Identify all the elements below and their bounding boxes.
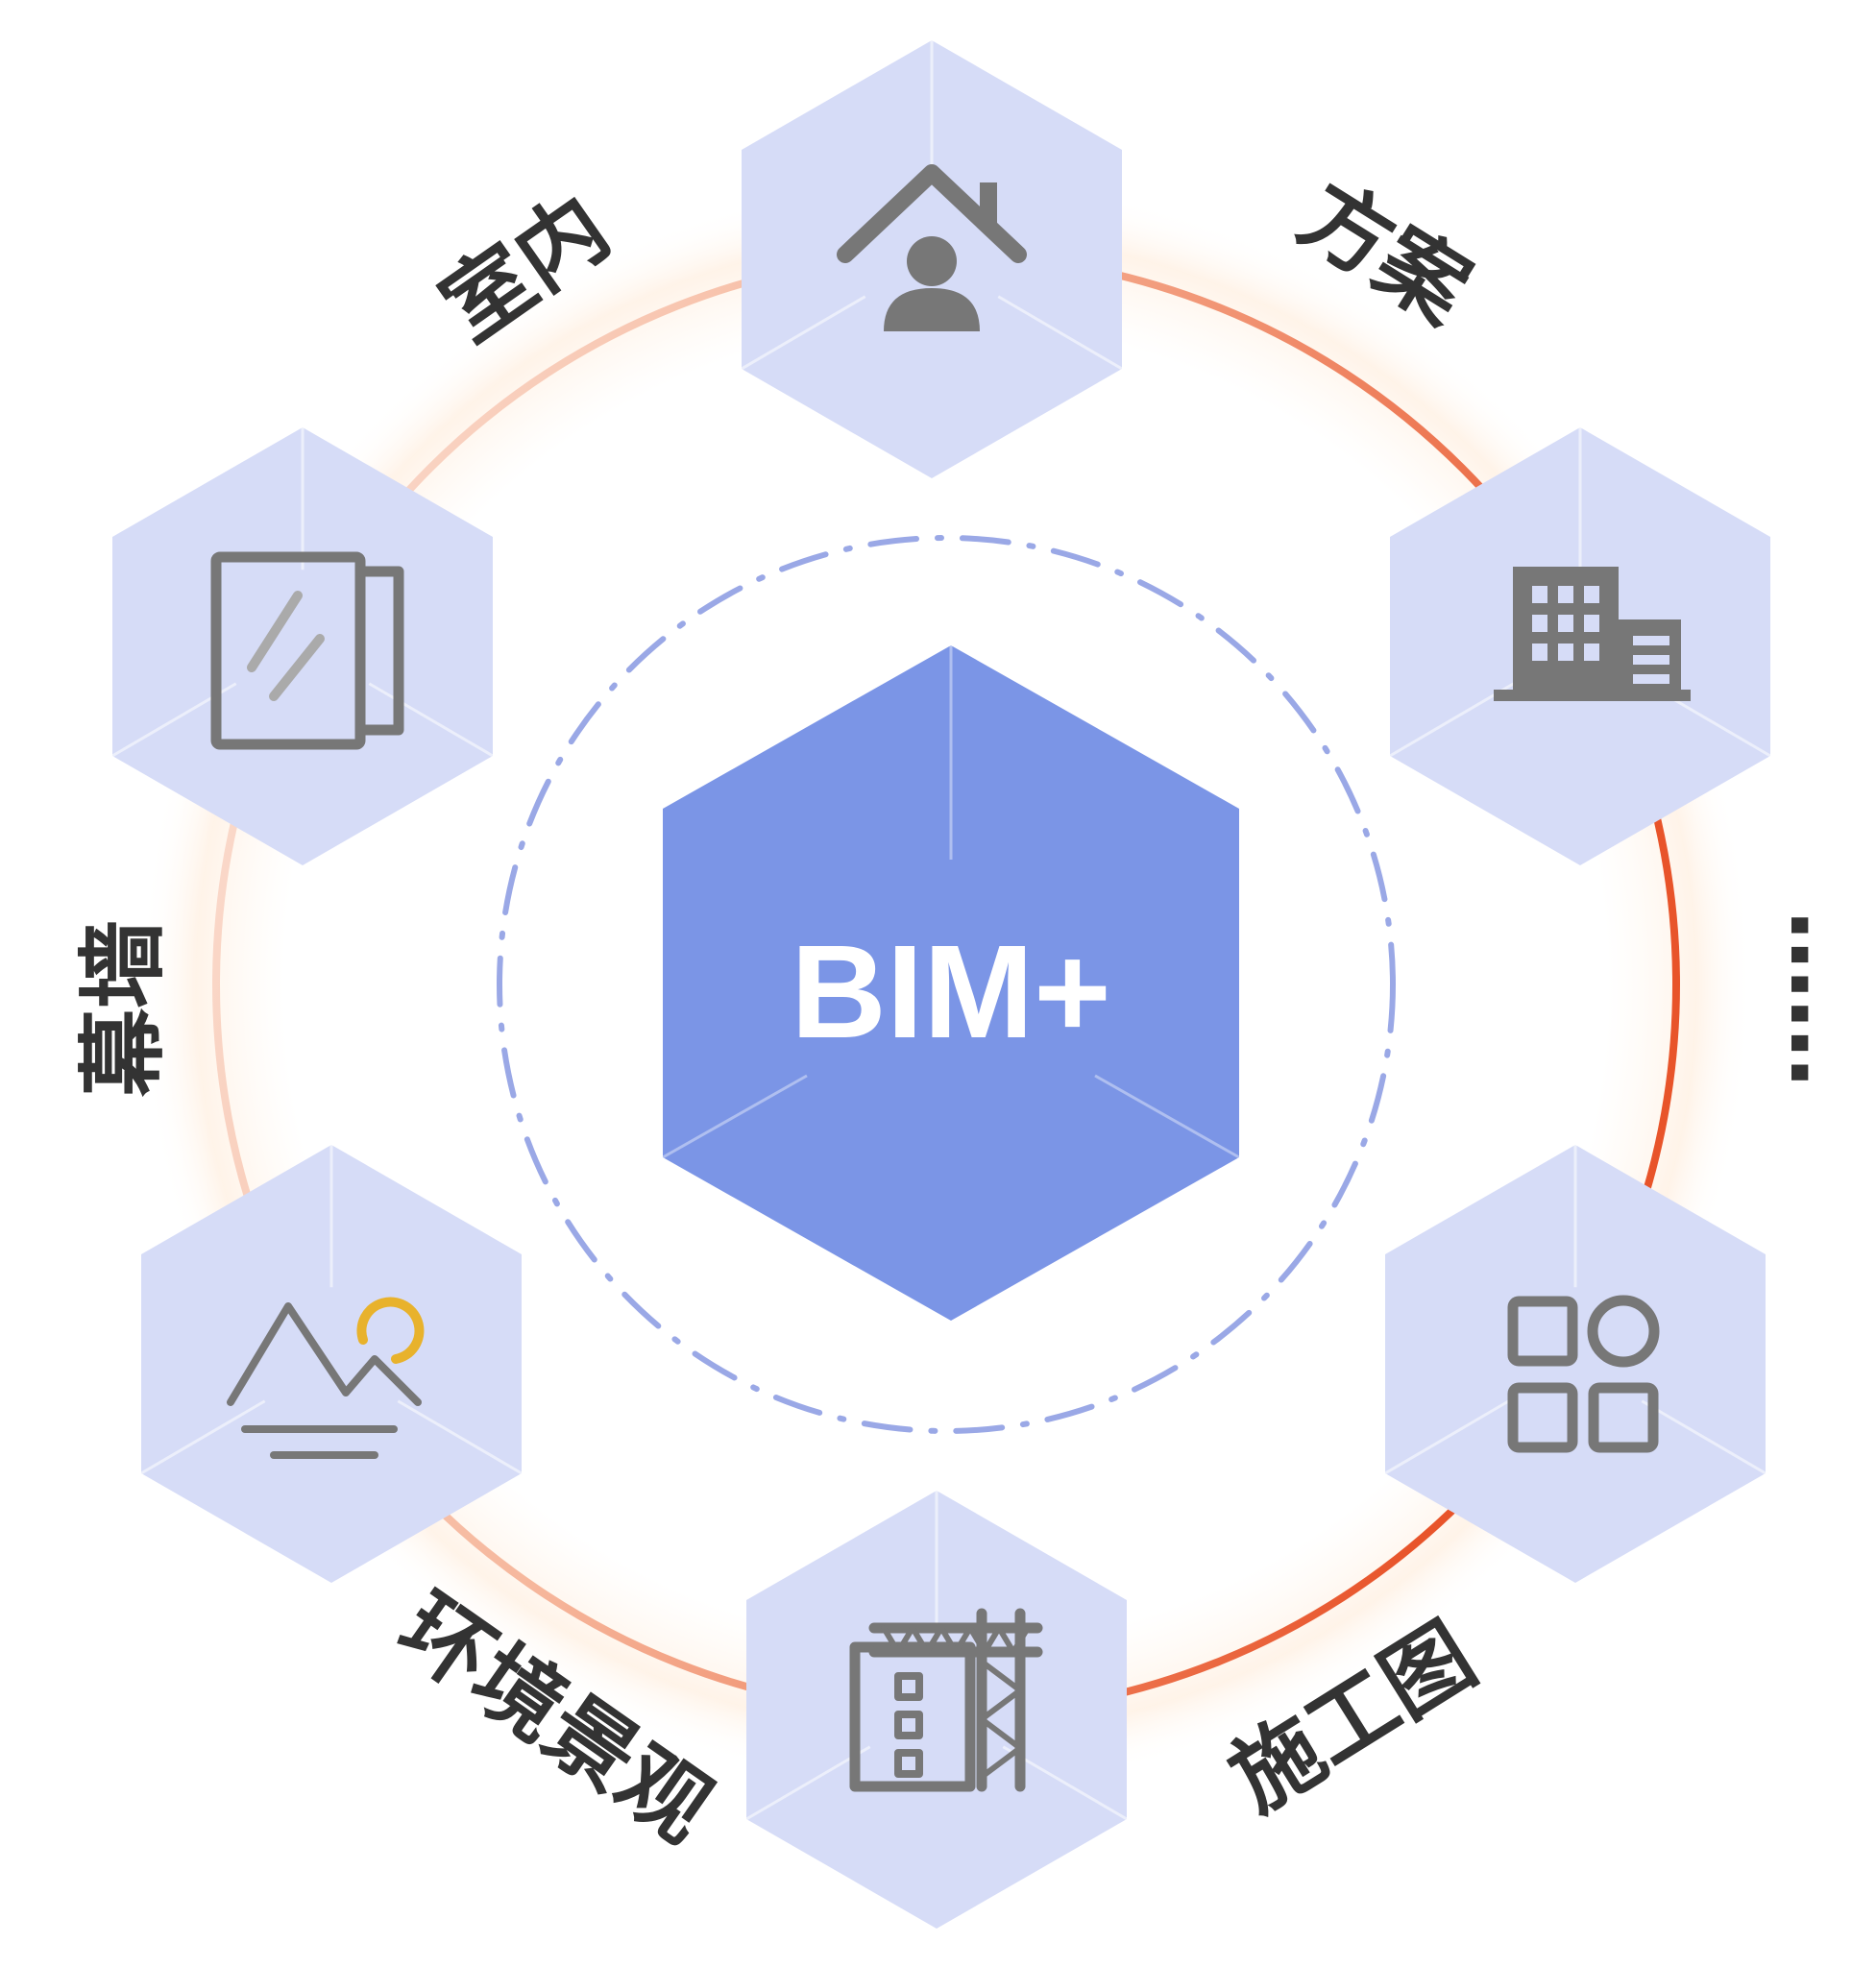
hexagon-shape [141, 1145, 522, 1583]
hexagon-edge [997, 295, 1123, 371]
hexagon-edge [368, 682, 494, 758]
center-hexagon: BIM+ [662, 645, 1240, 1321]
hex-curtain-wall [111, 427, 494, 865]
hexagon-shape [112, 427, 493, 865]
hex-construction [745, 1491, 1128, 1929]
glass-panel-icon [210, 551, 404, 750]
hexagon-edge [1384, 1399, 1510, 1475]
hexagon-shape [1385, 1145, 1766, 1583]
label-more: …… [1770, 911, 1873, 1087]
hexagon-edge [140, 1399, 266, 1475]
hexagon-edge [1389, 682, 1515, 758]
center-label: BIM+ [791, 918, 1111, 1066]
building-icon [1494, 567, 1691, 701]
hexagon-edge [1641, 1399, 1766, 1475]
hexagon-edge [745, 1745, 871, 1821]
tower-crane-icon [849, 1608, 1043, 1792]
hexagon-edge [397, 1399, 523, 1475]
mountain-sun-icon [227, 1297, 425, 1459]
house-person-icon [837, 164, 1027, 331]
hex-landscape [140, 1145, 523, 1583]
label-curtain-wall: 幕墙 [72, 920, 175, 1098]
hexagon-shape [746, 1491, 1127, 1929]
hex-more [1384, 1145, 1766, 1583]
apps-grid-icon [1507, 1295, 1660, 1453]
hexagon-edge [741, 295, 866, 371]
dashed-circle [497, 535, 1396, 1434]
